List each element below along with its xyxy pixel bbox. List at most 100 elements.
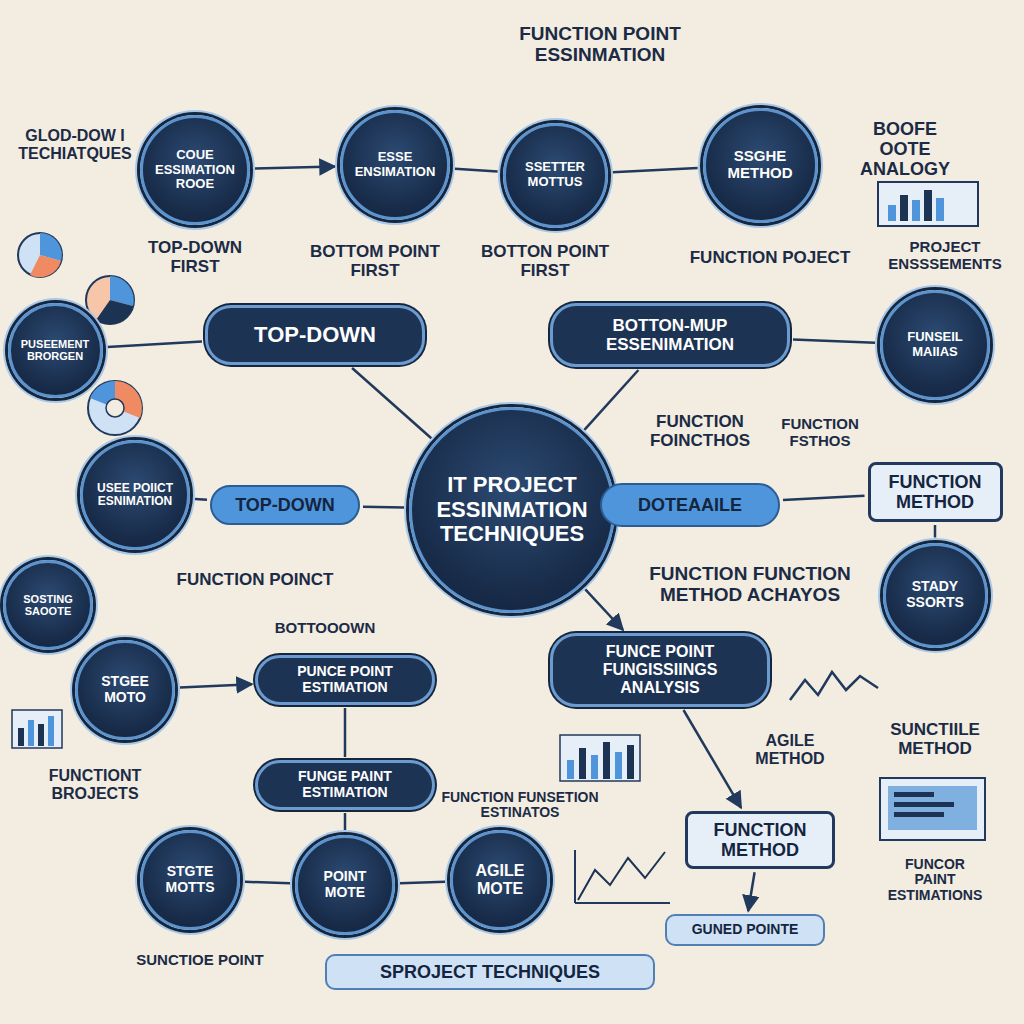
node-text-group: ESSE ENSIMATION	[355, 150, 436, 179]
node-text: AGILE MOTE	[463, 862, 537, 898]
footer-band: SPROJECT TECHNIQUES	[325, 954, 655, 990]
method-box: FUNCTION METHOD	[685, 811, 835, 869]
node-text-group: FUNSEIL MAIIAS	[895, 330, 976, 359]
diagram-label: FUNCTION FUNSETION ESTINATOS	[435, 790, 605, 821]
pie-chart-icon	[88, 381, 142, 435]
node-text-group: TOP-DOWN	[254, 323, 376, 348]
technique-pill: TOP-DOWN	[205, 305, 425, 365]
node-text: STGEE MOTO	[88, 674, 162, 705]
bar-chart-icon	[560, 735, 640, 781]
node-text-group: PUNCE POINT ESTIMATION	[274, 664, 416, 695]
connector-line	[455, 169, 498, 172]
monitor-icon	[880, 778, 985, 840]
node-text: SSETTER MOTTUS	[516, 160, 594, 189]
diagram-label: GLOD-DOW I TECHIATQUES	[10, 127, 140, 162]
node-text-group: SOSTING SAOOTE	[15, 593, 82, 618]
pie-chart-icon	[18, 233, 62, 277]
node-text-group: STGEE MOTO	[88, 674, 162, 705]
method-circle: STGTE MOTTS	[140, 830, 240, 930]
technique-pill: PUNCE POINT ESTIMATION	[255, 655, 435, 705]
node-text-group: SSETTER MOTTUS	[516, 160, 594, 189]
connector-line	[934, 525, 937, 538]
diagram-label: SUNCTIILE METHOD	[890, 721, 980, 758]
method-circle: ESSE ENSIMATION	[340, 110, 450, 220]
node-text-group: IT PROJECT ESSINMATION TECHNIQUES	[436, 473, 588, 547]
node-text-group: USEE POIICT ESNIMATION	[95, 482, 176, 509]
connector-line	[352, 368, 431, 438]
node-text-group: BOTTON-MUP ESSENIMATION	[569, 316, 771, 354]
diagram-label: FUNCTION POJECT	[690, 249, 851, 268]
node-text: POINT MOTE	[308, 869, 382, 900]
connector-line	[585, 589, 623, 630]
node-text: SSGHE METHOD	[718, 148, 803, 182]
method-circle: STGEE MOTO	[75, 640, 175, 740]
technique-pill: FUNGE PAINT ESTIMATION	[255, 760, 435, 810]
diagram-label: BOTTON POINT FIRST	[470, 243, 620, 280]
connector-line	[612, 168, 697, 172]
bar-chart-icon	[12, 710, 62, 748]
node-text-group: POINT MOTE	[308, 869, 382, 900]
diagram-label: SUNCTIOE POINT	[136, 952, 264, 969]
node-text-group: FUNCTION METHOD	[883, 472, 988, 512]
method-box: FUNCTION METHOD	[868, 462, 1003, 522]
method-circle: PUSEEMENT BRORGEN	[8, 303, 103, 398]
node-text-group: SSGHE METHOD	[718, 148, 803, 182]
node-text: FUNSEIL MAIIAS	[895, 330, 976, 359]
diagram-label: FUNCTION FSTHOS	[773, 416, 868, 449]
diagram-label: FUNCTION FUNCTION METHOD ACHAYOS	[625, 564, 875, 606]
highlight-pill: DOTEAAILE	[600, 483, 780, 527]
node-text-group: FUNCE POINT FUNGISSIINGS ANALYSIS	[569, 643, 751, 697]
method-circle: SSETTER MOTTUS	[503, 123, 608, 228]
highlight-pill: TOP-DOWN	[210, 485, 360, 525]
node-text: TOP-DOWN	[254, 323, 376, 348]
node-text-group: FUNCTION METHOD	[700, 820, 820, 860]
connector-line	[400, 882, 445, 883]
node-text-group: GUNED POINTE	[692, 922, 799, 938]
diagram-label: FUNCOR PAINT ESTIMATIONS	[888, 857, 983, 903]
monitor-icon	[878, 182, 978, 226]
diagram-label: FUNCTION POINCT	[177, 571, 334, 590]
node-text: DOTEAAILE	[638, 495, 742, 515]
connector-line	[783, 496, 865, 500]
node-text-group: PUSEEMENT BRORGEN	[20, 338, 90, 363]
node-text-group: STADY SSORTS	[896, 579, 974, 610]
diagram-label: BOTTOM POINT FIRST	[300, 243, 450, 280]
method-circle: POINT MOTE	[295, 835, 395, 935]
node-text-group: FUNGE PAINT ESTIMATION	[274, 769, 416, 800]
connector-line	[245, 882, 290, 883]
node-text: COUE ESSIMATION ROOE	[155, 148, 236, 192]
node-text-group: SPROJECT TECHNIQUES	[380, 962, 600, 982]
node-text: USEE POIICT ESNIMATION	[95, 482, 176, 509]
node-text: TOP-DOWN	[235, 495, 335, 515]
node-text: IT PROJECT ESSINMATION TECHNIQUES	[436, 473, 588, 547]
diagram-label: FUNCTION FOINCTHOS	[605, 413, 795, 450]
node-text: FUNCE POINT FUNGISSIINGS ANALYSIS	[569, 643, 751, 697]
node-text: STGTE MOTTS	[153, 864, 227, 895]
connector-line	[793, 340, 875, 343]
diagram-label: PROJECT ENSSSEMENTS	[888, 239, 1001, 272]
method-circle: FUNSEIL MAIIAS	[880, 290, 990, 400]
node-text-group: STGTE MOTTS	[153, 864, 227, 895]
connector-line	[255, 167, 335, 169]
technique-pill: FUNCE POINT FUNGISSIINGS ANALYSIS	[550, 633, 770, 707]
diagram-label: AGILE METHOD	[730, 732, 850, 767]
node-text: STADY SSORTS	[896, 579, 974, 610]
diagram-label: BOOFE OOTE ANALOGY	[846, 120, 965, 179]
node-text-group: DOTEAAILE	[638, 495, 742, 515]
node-text: BOTTON-MUP ESSENIMATION	[569, 316, 771, 354]
method-circle: IT PROJECT ESSINMATION TECHNIQUES	[409, 407, 615, 613]
trend-line-icon	[790, 672, 878, 700]
pie-chart-icon	[86, 276, 134, 324]
method-circle: AGILE MOTE	[450, 830, 550, 930]
connector-line	[684, 710, 742, 808]
connector-line	[748, 872, 754, 911]
method-circle: COUE ESSIMATION ROOE	[140, 115, 250, 225]
technique-pill: BOTTON-MUP ESSENIMATION	[550, 303, 790, 367]
node-text-group: COUE ESSIMATION ROOE	[155, 148, 236, 192]
node-text: FUNCTION METHOD	[700, 820, 820, 860]
connector-line	[180, 684, 252, 687]
node-text: SPROJECT TECHNIQUES	[380, 962, 600, 982]
connector-line	[363, 505, 404, 508]
node-text: ESSE ENSIMATION	[355, 150, 436, 179]
